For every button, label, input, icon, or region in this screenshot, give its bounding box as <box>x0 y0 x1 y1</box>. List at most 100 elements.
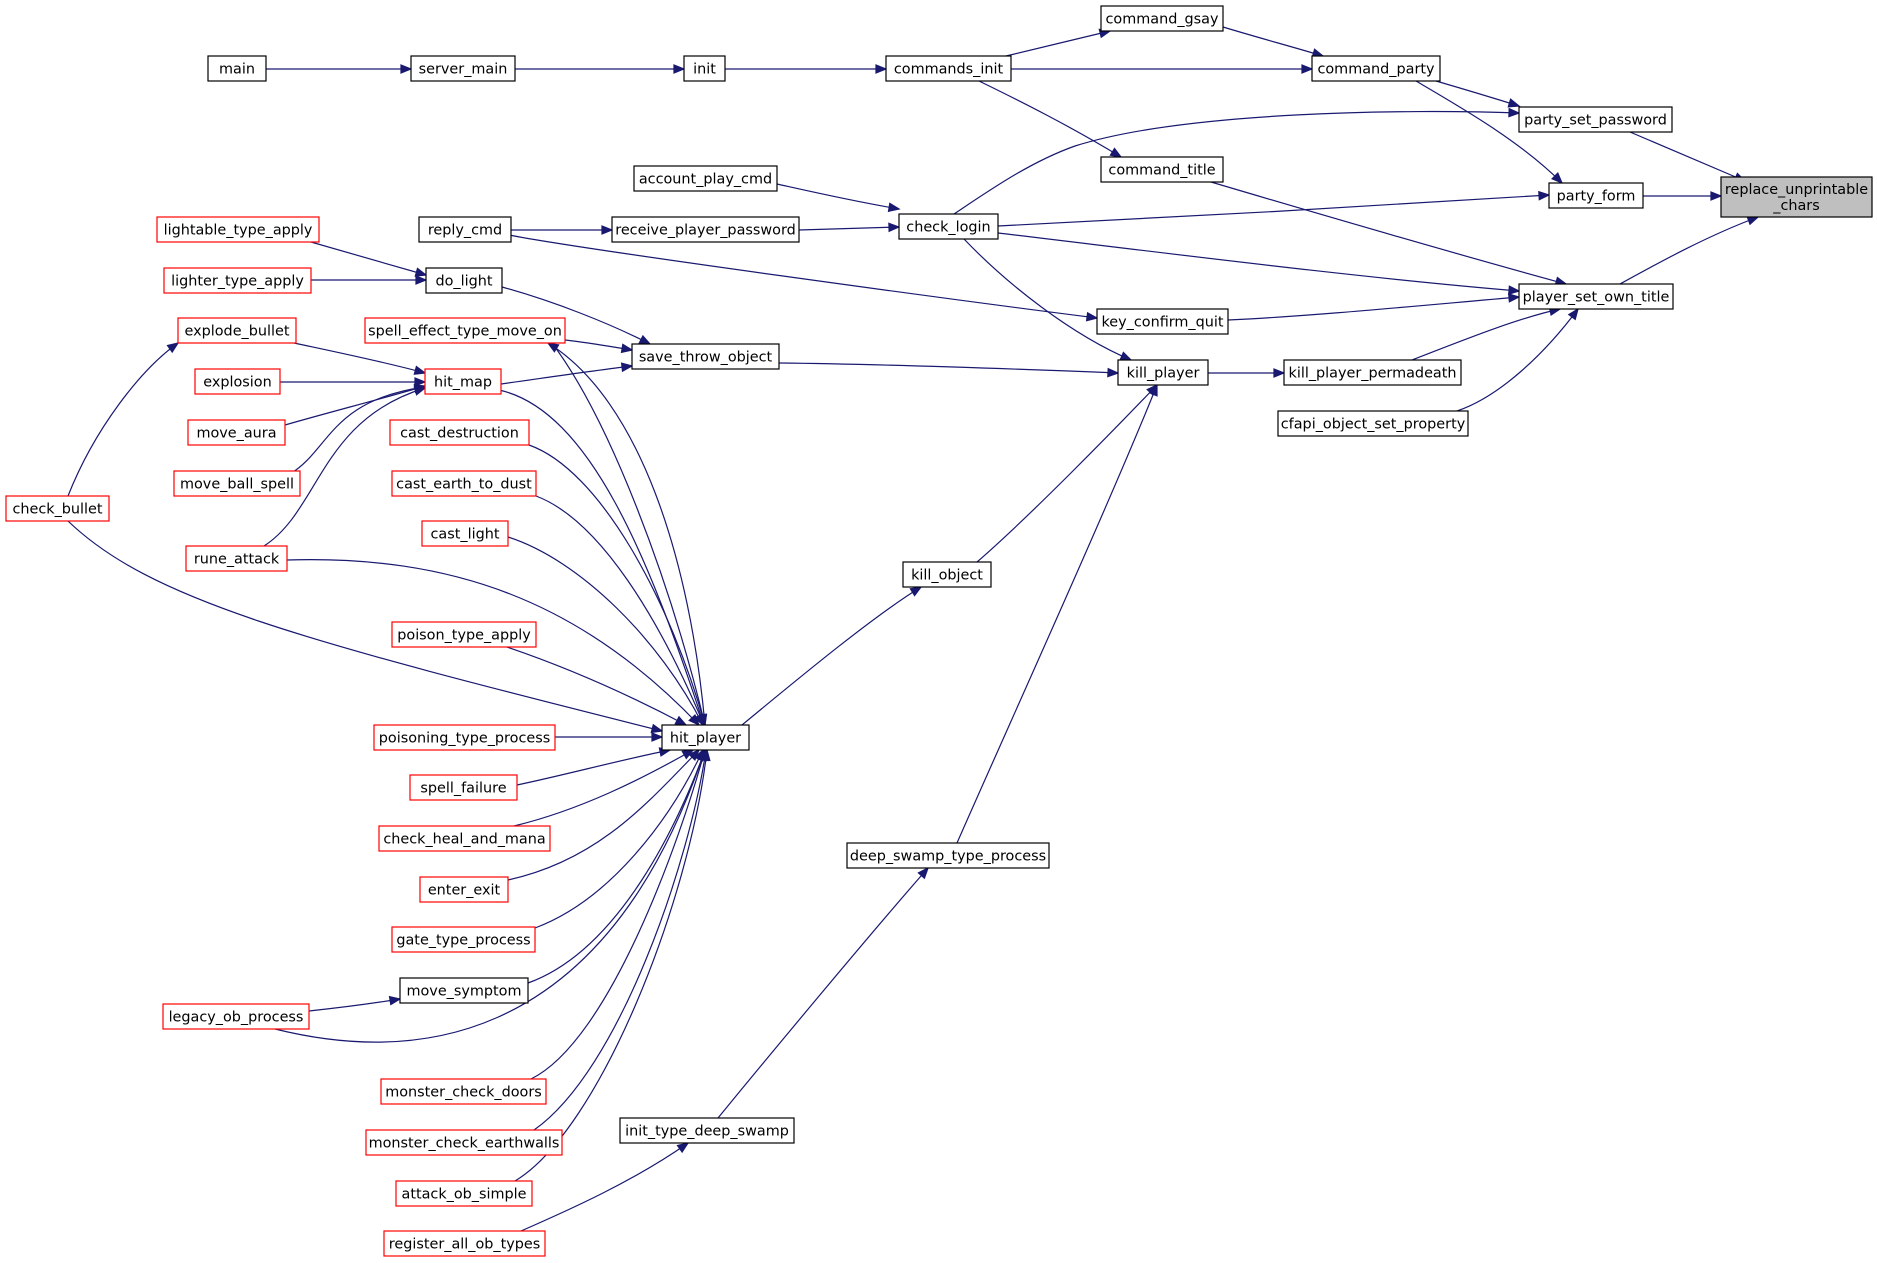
node-enter_exit[interactable]: enter_exit <box>419 876 509 903</box>
node-label: account_play_cmd <box>639 172 772 188</box>
node-hit_player[interactable]: hit_player <box>661 724 750 751</box>
node-register_all_ob_types[interactable]: register_all_ob_types <box>383 1230 546 1257</box>
edge-explode_bullet-to-hit_map <box>293 342 427 375</box>
edge-line <box>293 342 426 374</box>
node-commands_init[interactable]: commands_init <box>885 55 1012 82</box>
node-init_type_deep_swamp[interactable]: init_type_deep_swamp <box>619 1117 795 1144</box>
node-server_main[interactable]: server_main <box>410 55 516 82</box>
node-label: replace_unprintable <box>1725 182 1868 198</box>
node-check_heal_and_mana[interactable]: check_heal_and_mana <box>378 825 551 852</box>
edge-check_login-to-party_form <box>997 190 1551 227</box>
node-deep_swamp_type_process[interactable]: deep_swamp_type_process <box>846 842 1050 869</box>
node-box <box>633 165 778 192</box>
edge-party_form-to-replace_unprintable_chars <box>1643 191 1723 201</box>
node-party_set_password[interactable]: party_set_password <box>1518 106 1673 133</box>
node-legacy_ob_process[interactable]: legacy_ob_process <box>162 1003 310 1030</box>
edge-line <box>1415 80 1563 184</box>
node-key_confirm_quit[interactable]: key_confirm_quit <box>1096 308 1229 335</box>
node-command_party[interactable]: command_party <box>1311 55 1441 82</box>
node-check_login[interactable]: check_login <box>898 213 999 240</box>
edge-line <box>963 238 1132 361</box>
node-init[interactable]: init <box>683 55 726 82</box>
node-spell_effect_type_move_on[interactable]: spell_effect_type_move_on <box>364 317 566 344</box>
edge-line <box>308 998 401 1012</box>
node-box <box>1518 283 1674 310</box>
node-rune_attack[interactable]: rune_attack <box>185 545 288 572</box>
node-label: poisoning_type_process <box>379 731 550 747</box>
node-move_symptom[interactable]: move_symptom <box>399 977 529 1004</box>
node-move_aura[interactable]: move_aura <box>187 419 286 446</box>
node-cast_destruction[interactable]: cast_destruction <box>389 419 530 446</box>
edge-line <box>513 749 694 827</box>
node-label: monster_check_doors <box>385 1085 542 1101</box>
edge-command_party-to-party_set_password <box>1435 80 1521 108</box>
edge-line <box>507 749 700 881</box>
node-command_title[interactable]: command_title <box>1100 156 1224 183</box>
node-box <box>619 1117 795 1144</box>
edge-arrowhead <box>414 267 428 277</box>
node-box <box>611 216 800 243</box>
edge-line <box>67 342 179 497</box>
edge-commands_init-to-command_party <box>1011 64 1314 74</box>
node-poisoning_type_process[interactable]: poisoning_type_process <box>373 724 556 751</box>
node-explode_bullet[interactable]: explode_bullet <box>177 317 297 344</box>
node-check_bullet[interactable]: check_bullet <box>5 495 110 522</box>
node-label: register_all_ob_types <box>389 1237 540 1253</box>
node-gate_type_process[interactable]: gate_type_process <box>391 926 536 953</box>
edge-line <box>263 387 426 547</box>
edge-arrowhead <box>1148 383 1158 397</box>
node-label: do_light <box>435 274 492 290</box>
node-do_light[interactable]: do_light <box>425 267 503 294</box>
node-command_gsay[interactable]: command_gsay <box>1100 5 1224 32</box>
node-box <box>1283 359 1462 386</box>
node-poison_type_apply[interactable]: poison_type_apply <box>391 621 537 648</box>
edge-arrowhead <box>414 377 427 387</box>
nodes-layer: replace_unprintable_charsparty_set_passw… <box>5 5 1873 1257</box>
node-hit_map[interactable]: hit_map <box>424 368 502 395</box>
edge-arrowhead <box>650 723 664 734</box>
node-cast_earth_to_dust[interactable]: cast_earth_to_dust <box>391 470 537 497</box>
edge-check_bullet-to-explode_bullet <box>67 342 180 497</box>
edge-save_throw_object-to-kill_player <box>778 362 1120 378</box>
node-box <box>207 55 267 82</box>
edge-line <box>551 342 706 726</box>
node-label: rune_attack <box>194 552 280 568</box>
node-label: cast_destruction <box>400 426 519 442</box>
node-kill_player[interactable]: kill_player <box>1117 359 1209 386</box>
edge-poisoning_type_process-to-hit_player <box>555 732 664 742</box>
node-box <box>383 1230 546 1257</box>
node-box <box>187 419 286 446</box>
node-cast_light[interactable]: cast_light <box>421 520 509 547</box>
edge-arrowhead <box>400 64 413 74</box>
node-label: attack_ob_simple <box>402 1187 527 1203</box>
node-monster_check_doors[interactable]: monster_check_doors <box>380 1078 547 1105</box>
node-main[interactable]: main <box>207 55 267 82</box>
node-box <box>409 774 518 801</box>
edge-account_play_cmd-to-check_login <box>776 183 901 213</box>
node-party_form[interactable]: party_form <box>1548 182 1644 209</box>
node-kill_player_permadeath[interactable]: kill_player_permadeath <box>1283 359 1462 386</box>
node-label: main <box>219 62 255 78</box>
node-label: check_login <box>906 220 990 236</box>
node-kill_object[interactable]: kill_object <box>902 561 992 588</box>
node-player_set_own_title[interactable]: player_set_own_title <box>1518 283 1674 310</box>
node-cfapi_object_set_property[interactable]: cfapi_object_set_property <box>1277 410 1469 437</box>
node-reply_cmd[interactable]: reply_cmd <box>418 216 512 243</box>
node-receive_player_password[interactable]: receive_player_password <box>611 216 800 243</box>
edge-reply_cmd-to-receive_player_password <box>510 225 614 235</box>
node-lighter_type_apply[interactable]: lighter_type_apply <box>163 267 312 294</box>
node-move_ball_spell[interactable]: move_ball_spell <box>173 470 301 497</box>
edge-server_main-to-init <box>515 64 686 74</box>
node-explosion[interactable]: explosion <box>194 368 281 395</box>
edge-arrowhead <box>688 713 701 727</box>
node-account_play_cmd[interactable]: account_play_cmd <box>633 165 778 192</box>
node-save_throw_object[interactable]: save_throw_object <box>631 343 780 370</box>
node-box <box>1277 410 1469 437</box>
node-spell_failure[interactable]: spell_failure <box>409 774 518 801</box>
node-box <box>885 55 1012 82</box>
node-attack_ob_simple[interactable]: attack_ob_simple <box>395 1180 533 1207</box>
node-box <box>661 724 750 751</box>
edge-line <box>1435 80 1520 107</box>
node-monster_check_earthwalls[interactable]: monster_check_earthwalls <box>365 1129 563 1156</box>
node-lightable_type_apply[interactable]: lightable_type_apply <box>156 216 320 243</box>
